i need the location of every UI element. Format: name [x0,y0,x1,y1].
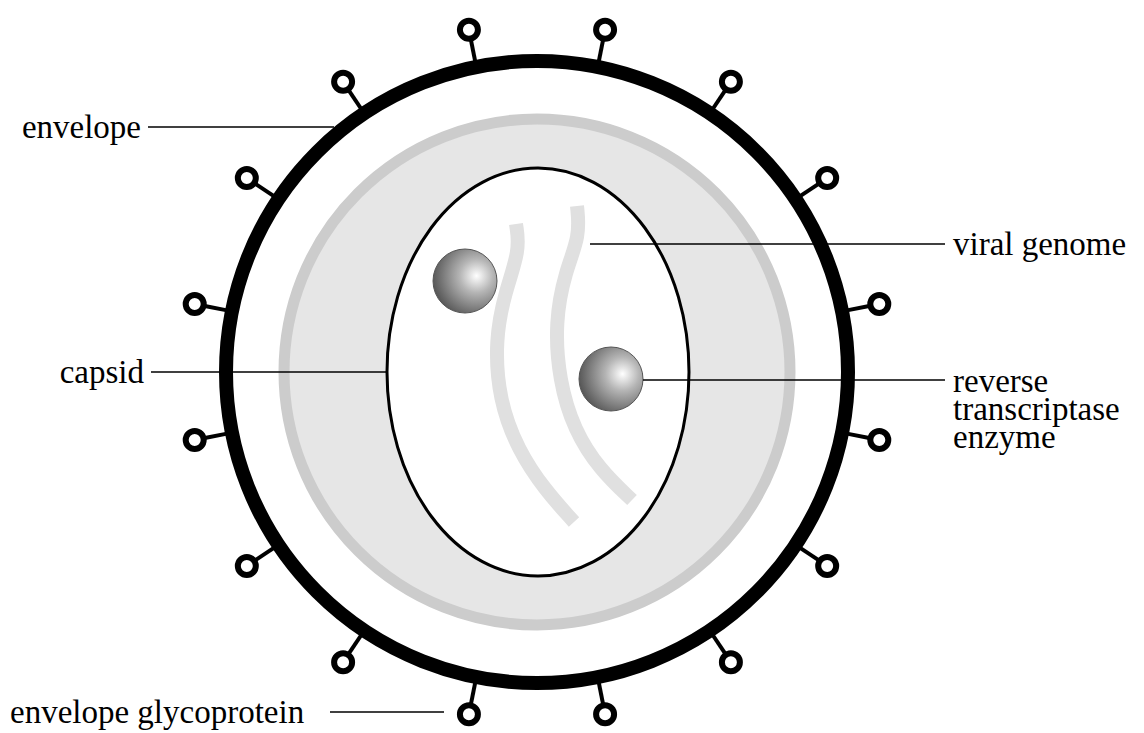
glycoprotein-head [238,169,256,187]
glycoprotein-knob [847,295,888,313]
glycoprotein-head [596,21,614,39]
glycoprotein-stem [847,434,871,439]
glycoprotein-stem [204,434,228,439]
glycoprotein-knob [186,431,227,449]
glycoprotein-stem [471,682,476,706]
glycoprotein-knob [238,169,274,196]
glycoprotein-knob [238,548,274,575]
glycoprotein-head [186,295,204,313]
glycoprotein-knob [713,635,740,671]
glycoprotein-stem [599,682,604,706]
glycoprotein-knob [596,21,614,62]
glycoprotein-stem [800,548,820,561]
glycoprotein-knob [596,682,614,723]
glycoprotein-head [596,705,614,723]
glycoprotein-stem [348,635,361,655]
glycoprotein-knob [800,169,836,196]
glycoprotein-stem [847,306,871,311]
glycoprotein-head [460,705,478,723]
capsid-shell [387,168,689,576]
glycoprotein-stem [713,89,726,109]
glycoprotein-head [460,21,478,39]
glycoprotein-head [334,653,352,671]
glycoprotein-knob [800,548,836,575]
glycoprotein-head [818,169,836,187]
glycoprotein-knob [334,73,361,109]
glycoprotein-stem [254,183,274,196]
leader-line [151,371,387,372]
part-label: capsid [60,358,144,386]
leader-line [330,711,444,712]
glycoprotein-head [870,295,888,313]
part-label: reverse transcriptase enzyme [953,367,1139,451]
glycoprotein-stem [599,39,604,63]
glycoprotein-head [722,653,740,671]
leader-lines [148,127,945,712]
part-label: viral genome [953,230,1126,258]
glycoprotein-head [334,73,352,91]
glycoprotein-knob [713,73,740,109]
glycoprotein-stem [348,89,361,109]
glycoprotein-head [818,557,836,575]
glycoprotein-stem [471,39,476,63]
glycoprotein-head [722,73,740,91]
glycoprotein-knob [460,682,478,723]
glycoprotein-knob [847,431,888,449]
leader-line [148,126,334,127]
glycoprotein-knob [334,635,361,671]
glycoprotein-head [870,431,888,449]
leader-line [643,379,945,380]
leader-line [590,243,945,244]
glycoprotein-stem [800,183,820,196]
glycoprotein-head [186,431,204,449]
glycoprotein-stem [713,635,726,655]
enzyme-sphere [433,249,497,313]
part-label: envelope glycoprotein [10,698,304,726]
part-label: envelope [22,113,141,141]
glycoprotein-knob [460,21,478,62]
glycoprotein-stem [254,548,274,561]
glycoprotein-knob [186,295,227,313]
enzyme-sphere [579,347,643,411]
glycoprotein-stem [204,306,228,311]
glycoprotein-head [238,557,256,575]
